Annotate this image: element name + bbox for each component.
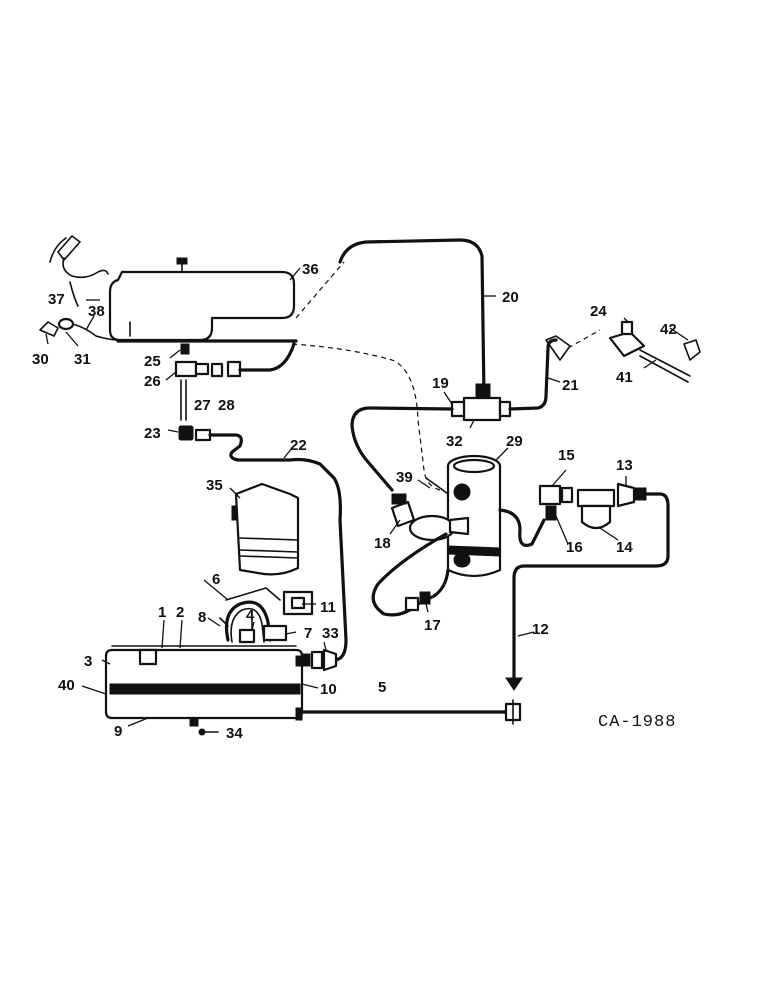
- tee-fitting-group: [174, 342, 296, 421]
- callout-3: 3: [84, 653, 92, 670]
- callout-29: 29: [506, 433, 523, 450]
- callout-23: 23: [144, 425, 161, 442]
- fitting-18-39: [390, 477, 470, 542]
- callout-7: 7: [304, 625, 312, 642]
- callout-36: 36: [302, 261, 319, 278]
- callout-31: 31: [74, 351, 91, 368]
- callout-20: 20: [502, 289, 519, 306]
- callout-16: 16: [566, 539, 583, 556]
- left-fittings: [39, 317, 298, 343]
- fuel-filter-29: [446, 454, 546, 578]
- sediment-bowl-assembly: [505, 482, 670, 691]
- leader-lines: [45, 267, 689, 727]
- fuel-line-20: [338, 238, 486, 398]
- callout-40: 40: [58, 677, 75, 694]
- callout-25: 25: [144, 353, 161, 370]
- drain-fitting: [504, 699, 522, 725]
- callout-13: 13: [616, 457, 633, 474]
- dashed-routing-2: [291, 343, 441, 491]
- dashed-routing-1: [295, 261, 345, 319]
- callout-42: 42: [660, 321, 677, 338]
- callout-37: 37: [48, 291, 65, 308]
- callout-24: 24: [590, 303, 607, 320]
- fitting-17: [404, 591, 431, 612]
- callout-11: 11: [320, 599, 336, 616]
- callout-18: 18: [374, 535, 391, 552]
- fitting-33: [301, 648, 338, 672]
- reference-code: CA-1988: [598, 713, 676, 732]
- drain-plug-34: [198, 728, 219, 736]
- callout-2: 2: [176, 604, 184, 621]
- callout-9: 9: [114, 723, 122, 740]
- callout-10: 10: [320, 681, 337, 698]
- callout-4: 4: [246, 607, 255, 624]
- callout-6: 6: [212, 571, 220, 588]
- callout-17: 17: [424, 617, 441, 634]
- callout-labels: 1 2 3 4 5 6 7 8 9 10 11 12 13 14 15 16 1…: [32, 261, 677, 742]
- callout-30: 30: [32, 351, 49, 368]
- valve-assembly-24: [608, 320, 701, 383]
- callout-5: 5: [378, 679, 386, 696]
- callout-28: 28: [218, 397, 235, 414]
- callout-19: 19: [432, 375, 449, 392]
- filter-canister-35: [231, 482, 300, 576]
- callout-33: 33: [322, 625, 339, 642]
- callout-12: 12: [532, 621, 549, 638]
- callout-22: 22: [290, 437, 307, 454]
- callout-39: 39: [396, 469, 413, 486]
- tee-fitting-32: [350, 329, 601, 492]
- upper-fuel-tank: [108, 257, 296, 342]
- filler-assembly: [219, 587, 314, 644]
- main-fuel-tank: [104, 645, 304, 727]
- callout-32: 32: [446, 433, 463, 450]
- callout-21: 21: [562, 377, 579, 394]
- callout-15: 15: [558, 447, 575, 464]
- callout-35: 35: [206, 477, 223, 494]
- callout-14: 14: [616, 539, 633, 556]
- callout-38: 38: [88, 303, 105, 320]
- callout-27: 27: [194, 397, 211, 414]
- callout-26: 26: [144, 373, 161, 390]
- top-left-sending-unit: [49, 235, 109, 307]
- fitting-23: [178, 425, 348, 662]
- callout-34: 34: [226, 725, 243, 742]
- fuel-line-17: [371, 532, 450, 617]
- callout-8: 8: [198, 609, 206, 626]
- callout-1: 1: [158, 604, 166, 621]
- callout-41: 41: [616, 369, 633, 386]
